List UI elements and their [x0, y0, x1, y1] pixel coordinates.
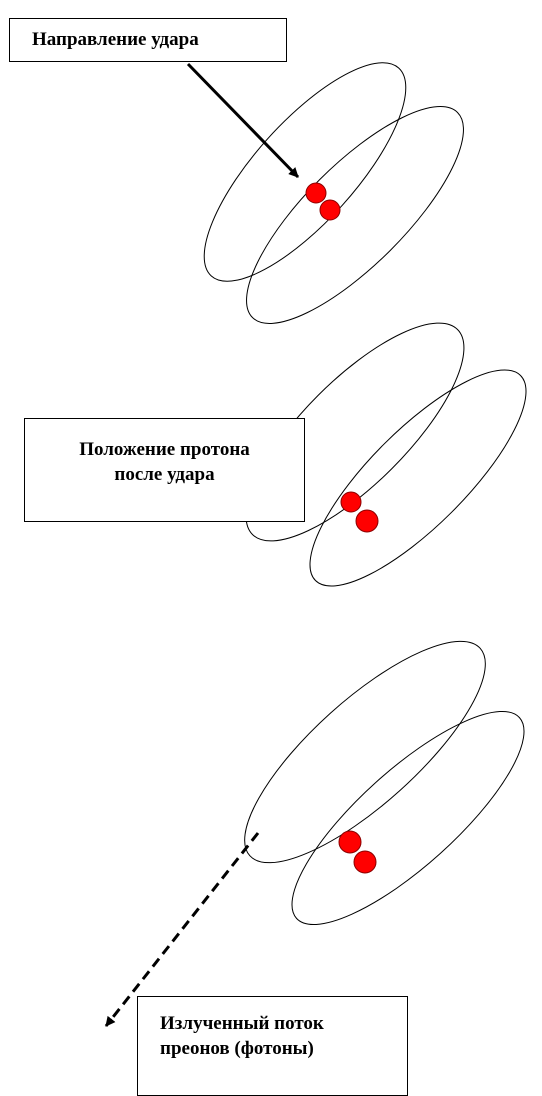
orbit-ellipse-left	[174, 35, 436, 310]
particle	[356, 510, 378, 532]
emitted-flow-text-line-2: преонов (фотоны)	[160, 1036, 407, 1061]
emitted-flow-text-line-1: Излученный поток	[160, 1011, 407, 1036]
stage-1-before-impact	[174, 35, 493, 353]
particle	[339, 831, 361, 853]
proton-position-text-line-1: Положение протона	[25, 437, 304, 462]
particle	[306, 183, 326, 203]
particle	[320, 200, 340, 220]
orbit-ellipse-right	[217, 77, 493, 353]
orbit-ellipse-right	[264, 682, 542, 954]
orbit-ellipse-right	[282, 342, 542, 615]
impact-direction-text: Направление удара	[32, 27, 286, 52]
particle	[341, 492, 361, 512]
proton-position-label: Положение протона после удара	[24, 418, 305, 522]
impact-arrow	[188, 64, 298, 177]
stage-3-emission	[106, 610, 542, 1026]
emitted-flow-label: Излученный поток преонов (фотоны)	[137, 996, 408, 1096]
particle	[354, 851, 376, 873]
proton-position-text-line-2: после удара	[25, 462, 304, 487]
impact-direction-label: Направление удара	[9, 18, 287, 62]
